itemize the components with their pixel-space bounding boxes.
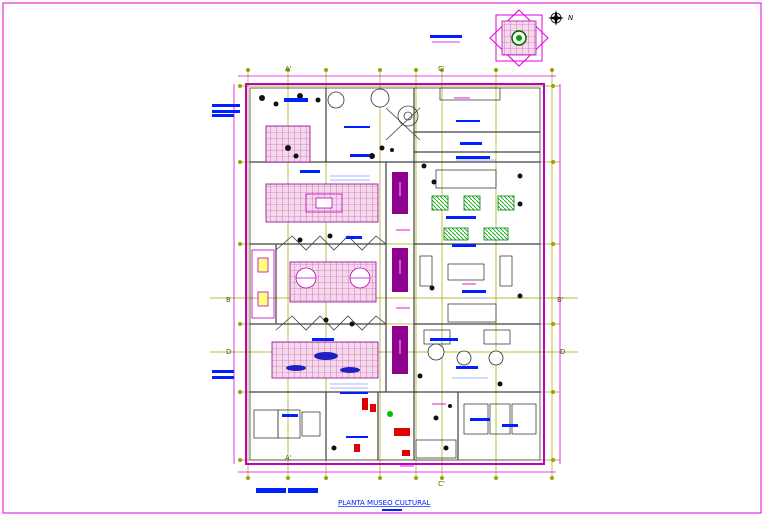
- north-arrow-icon: [548, 10, 564, 26]
- key-plan-icon: [489, 9, 549, 67]
- axis-label-left-b: B: [226, 296, 231, 304]
- axis-label-left-d: D: [226, 348, 231, 356]
- exhibit-items: [295, 193, 371, 289]
- roof-zigzag: [275, 235, 387, 331]
- annotation-bars: [212, 98, 518, 511]
- axis-label-bottom-a: A': [285, 454, 292, 462]
- right-hall-furniture: [419, 169, 513, 345]
- axis-label-top-a: A': [285, 65, 292, 73]
- plant-icons: [259, 93, 523, 451]
- note-bar: [430, 35, 462, 38]
- grid-bubbles: [238, 68, 555, 480]
- entrance-area: [385, 87, 501, 141]
- exhibit-figures: [286, 352, 360, 373]
- axis-label-top-c: C': [438, 65, 445, 73]
- drawing-title: PLANTA MUSEO CULTURAL: [338, 499, 431, 507]
- outer-walls: [233, 75, 561, 473]
- round-tables: [327, 88, 504, 366]
- interior-walls: [250, 88, 540, 460]
- sanitary-fixtures: [354, 398, 410, 456]
- annotation-lines-light: [330, 159, 496, 389]
- green-exhibits: [431, 195, 515, 241]
- axis-label-bottom-c: C': [438, 480, 445, 488]
- left-booths: [251, 249, 275, 319]
- north-label: N: [568, 14, 574, 22]
- exhibit-platform-top-left: [265, 125, 311, 163]
- exhibit-platform-hall-3: [271, 341, 379, 379]
- green-marker-icon: [387, 411, 393, 417]
- axis-label-right-b: B': [557, 296, 564, 304]
- pink-tags: [396, 97, 476, 467]
- axis-label-right-d: D: [560, 348, 565, 356]
